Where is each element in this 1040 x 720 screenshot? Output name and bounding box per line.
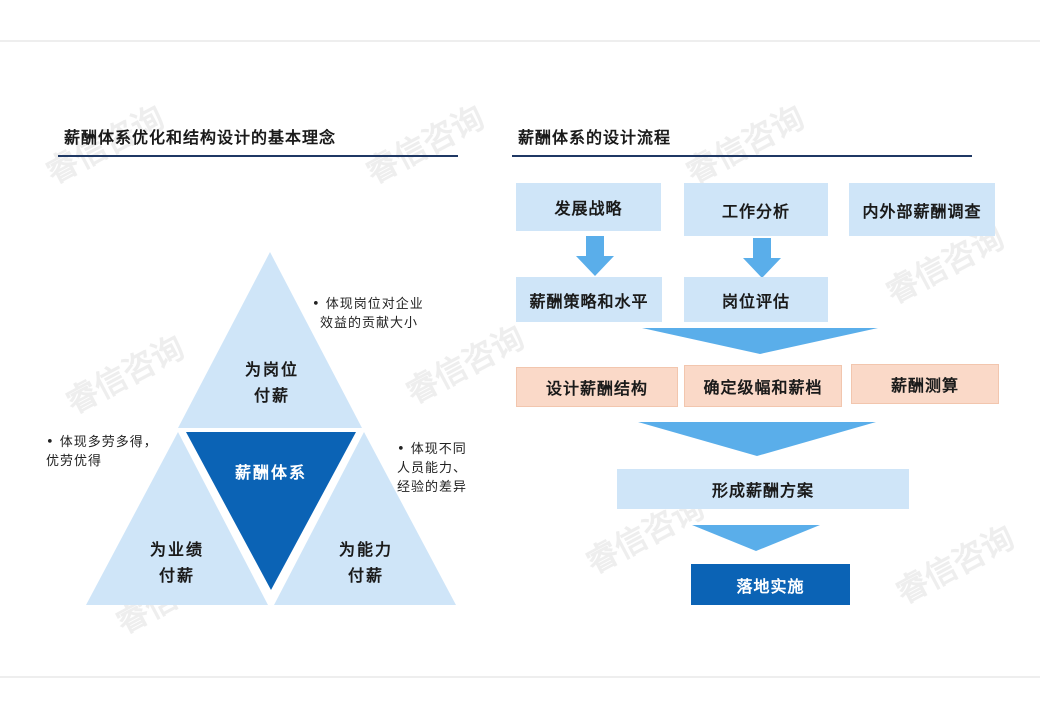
flow-box-salary-survey: 内外部薪酬调查 (849, 183, 995, 236)
left-section-title: 薪酬体系优化和结构设计的基本理念 (64, 128, 337, 147)
left-title-underline (58, 155, 458, 157)
triangle-center (186, 432, 356, 590)
triangle-right-label: 为能力 付薪 (338, 540, 393, 585)
funnel-arrow-icon (638, 422, 876, 456)
funnel-arrow-icon (642, 328, 878, 354)
flow-box-job-analysis: 工作分析 (684, 183, 828, 236)
down-arrow-icon (743, 238, 781, 278)
flow-box-job-evaluation: 岗位评估 (684, 277, 828, 322)
flow-box-strategy: 发展战略 (516, 183, 661, 231)
flow-box-salary-plan: 形成薪酬方案 (617, 469, 909, 509)
flow-box-salary-calc: 薪酬测算 (851, 364, 999, 404)
down-arrow-icon (576, 236, 614, 276)
right-title-underline (512, 155, 972, 157)
flow-box-grade-range: 确定级幅和薪档 (684, 365, 842, 407)
top-divider (0, 40, 1040, 42)
triangle-center-label: 薪酬体系 (234, 463, 307, 482)
right-section-title: 薪酬体系的设计流程 (518, 128, 672, 147)
triangle-left-label: 为业绩 付薪 (149, 540, 204, 585)
bottom-divider (0, 676, 1040, 678)
flow-box-salary-strategy: 薪酬策略和水平 (516, 277, 662, 322)
note-left: • 体现多劳多得， 优劳优得 (46, 435, 158, 469)
note-right: • 体现不同 人员能力、 经验的差异 (397, 442, 468, 495)
flow-box-implementation: 落地实施 (691, 564, 850, 605)
triangle-left (86, 432, 268, 605)
triangle-top (178, 252, 362, 428)
flow-box-salary-structure: 设计薪酬结构 (516, 367, 678, 407)
triangle-top-label: 为岗位 付薪 (244, 360, 299, 405)
funnel-arrow-icon (692, 525, 820, 551)
triangle-right (274, 432, 456, 605)
note-top: • 体现岗位对企业 效益的贡献大小 (312, 297, 424, 331)
